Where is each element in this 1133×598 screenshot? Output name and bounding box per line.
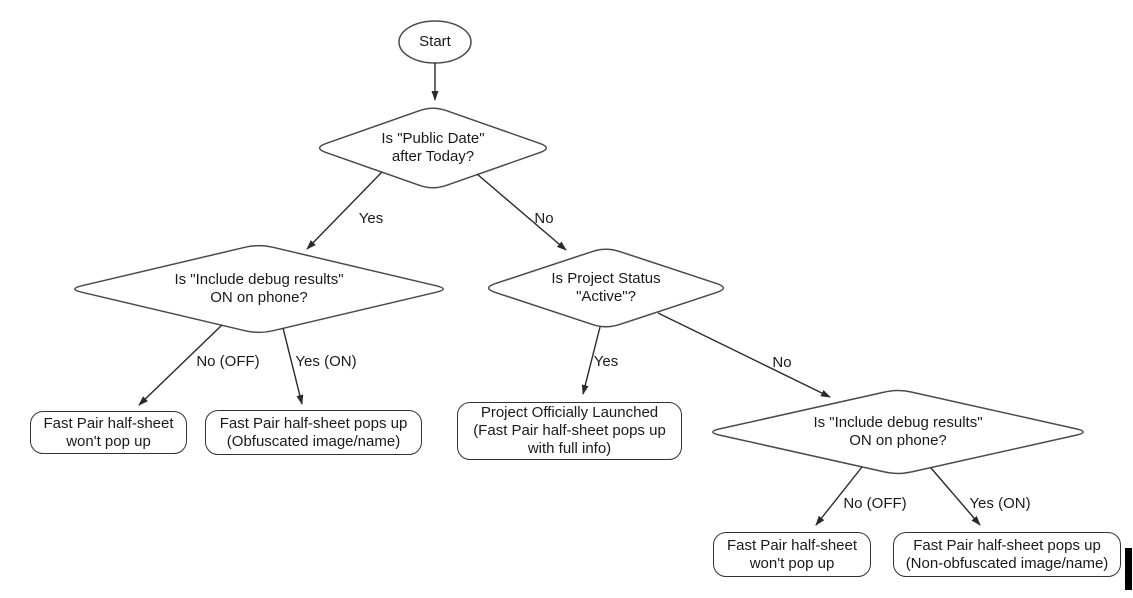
text-line: Start [419,33,451,50]
text-line: Fast Pair half-sheet pops up [219,414,408,432]
text-line: (Obfuscated image/name) [226,432,401,450]
text-line: after Today? [391,148,475,165]
text-line: Is "Include debug results" [174,271,344,288]
edge-yes-to-launched [581,326,601,395]
text-line: with full info) [527,440,612,457]
text-line: Project Officially Launched [480,404,659,421]
edge-label-no-2: No [772,354,792,371]
decision-public-date-shape [318,107,548,189]
edge-label-no-off-1: No (OFF) [196,353,260,370]
text-line: (Fast Pair half-sheet pops up [473,422,666,439]
text-line: won't pop up [749,554,835,572]
result-obfuscated: Fast Pair half-sheet pops up (Obfuscated… [205,410,422,455]
decision-debug-left-label: Is "Include debug results" ON on phone? [109,247,409,331]
decision-project-status-shape [487,248,725,328]
edge-label-no-1: No [534,210,554,227]
decision-debug-right-shape [712,389,1084,475]
edge-label-no-off-2: No (OFF) [843,495,907,512]
edge-label-yes-on-1: Yes (ON) [295,353,357,370]
decision-debug-right-label: Is "Include debug results" ON on phone? [748,390,1048,474]
decision-public-date-label: Is "Public Date" after Today? [333,106,533,190]
text-line: Fast Pair half-sheet pops up [913,536,1101,554]
result-launched: Project Officially Launched (Fast Pair h… [457,402,682,460]
text-line: (Non-obfuscated image/name) [905,554,1109,572]
edge-yes-on-to-obfuscated [282,327,304,405]
text-line: "Active"? [576,288,636,305]
edge-label-yes-1: Yes [358,210,384,227]
edge-no-to-project-status [476,173,567,251]
edge-label-yes-on-2: Yes (ON) [969,495,1031,512]
text-line: won't pop up [66,432,151,450]
result-no-popup-left: Fast Pair half-sheet won't pop up [30,411,187,454]
text-line: Is Project Status [551,270,661,287]
edge-label-yes-2: Yes [593,353,619,370]
decision-project-status-label: Is Project Status "Active"? [506,246,706,330]
start-terminator-label: Start [400,22,470,62]
text-caret [1125,548,1132,590]
result-non-obfuscated: Fast Pair half-sheet pops up (Non-obfusc… [893,532,1121,577]
text-line: Is "Public Date" [381,130,485,147]
text-line: Fast Pair half-sheet [726,536,858,554]
text-line: Fast Pair half-sheet [43,414,174,432]
edge-no-off-to-no-popup-left [138,324,223,406]
result-no-popup-right: Fast Pair half-sheet won't pop up [713,532,871,577]
decision-debug-left-shape [74,244,444,334]
edge-yes-on-to-non-obfuscated [930,467,981,526]
text-line: ON on phone? [849,432,947,449]
edge-yes-to-debug-left [306,171,383,250]
edge-no-to-debug-right [657,312,831,398]
edge-no-off-to-no-popup-right [815,466,863,526]
text-line: Is "Include debug results" [813,414,983,431]
text-line: ON on phone? [210,289,308,306]
